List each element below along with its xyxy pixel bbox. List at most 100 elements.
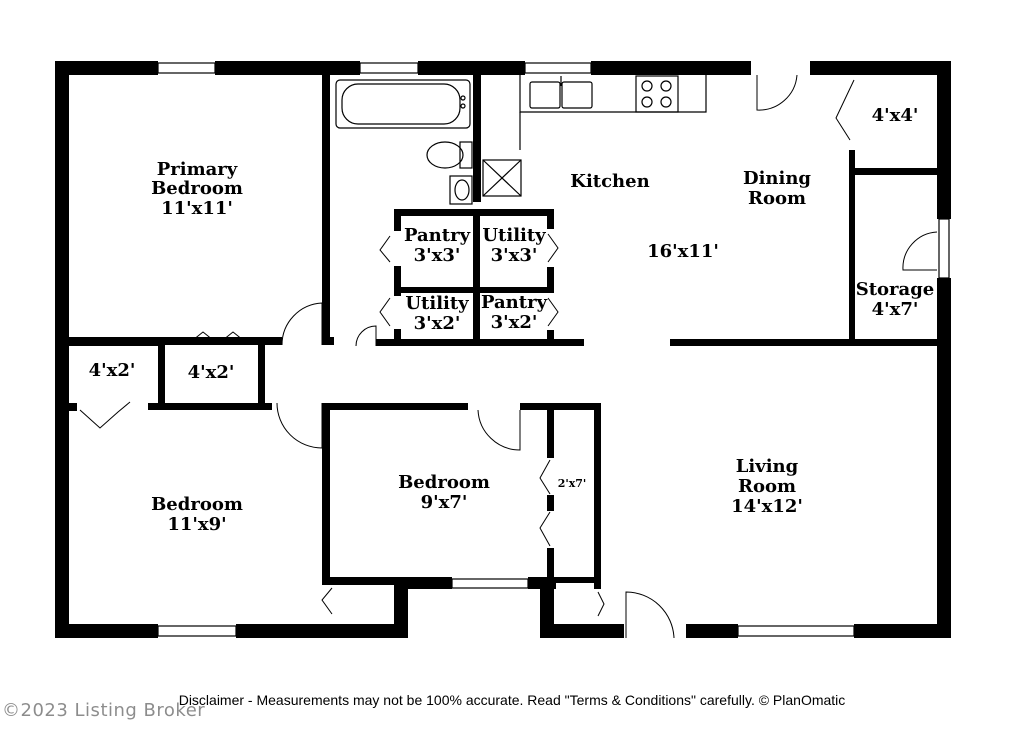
room-size-bedroom-center: 9'x7' <box>421 492 468 513</box>
bifold-door <box>192 331 244 341</box>
wall <box>215 61 360 75</box>
wall <box>322 337 334 345</box>
wall <box>591 61 751 75</box>
kitchen-sink-left <box>529 81 561 109</box>
bath-sink <box>449 175 473 205</box>
door-swing <box>625 591 675 639</box>
room-size-closet-2x7: 2'x7' <box>558 477 587 490</box>
wall <box>394 209 401 231</box>
doors <box>79 74 938 639</box>
wall <box>937 278 951 638</box>
wall <box>322 577 402 585</box>
window <box>157 62 216 74</box>
wall <box>394 577 408 638</box>
bifold-door <box>539 459 551 495</box>
wall <box>854 624 951 638</box>
room-label-dining-room: Room <box>748 188 806 209</box>
wall <box>322 75 330 345</box>
door-swing <box>281 302 323 346</box>
room-size-primary-bedroom: 11'x11' <box>161 198 233 219</box>
tub-faucet <box>460 95 466 101</box>
wall <box>554 577 600 583</box>
toilet <box>426 141 464 169</box>
disclaimer-text: Disclaimer - Measurements may not be 100… <box>178 692 846 708</box>
hvac-box <box>482 159 522 197</box>
wall <box>394 266 401 296</box>
room-label-kitchen: Kitchen <box>570 171 649 192</box>
bifold-door <box>547 297 559 327</box>
wall <box>473 75 481 202</box>
room-label-storage: Storage <box>856 279 935 300</box>
wall <box>55 61 158 75</box>
fixtures <box>335 75 707 205</box>
wall <box>547 330 554 344</box>
window <box>938 218 950 279</box>
wall <box>937 61 951 219</box>
window <box>451 578 529 589</box>
room-size-living-room: 14'x12' <box>731 496 803 517</box>
door-swing <box>902 231 938 271</box>
burner <box>641 96 653 108</box>
wall <box>69 340 159 346</box>
wall <box>540 624 624 638</box>
door-swing <box>477 409 521 451</box>
bath-sink-bowl <box>454 179 470 201</box>
bathtub <box>335 79 471 129</box>
window <box>524 62 592 74</box>
bathtub-inner <box>341 83 461 125</box>
wall <box>69 403 77 411</box>
burner <box>641 80 653 92</box>
burner <box>660 80 672 92</box>
wall <box>547 548 554 583</box>
room-label-pantry-lower: Pantry <box>481 292 548 313</box>
bifold-door <box>79 401 131 429</box>
tub-faucet <box>460 103 466 109</box>
wall <box>547 403 554 458</box>
door-swing <box>355 325 377 347</box>
wall <box>258 340 265 410</box>
room-label-primary-bedroom: Bedroom <box>151 178 243 199</box>
room-label-utility-lower: Utility <box>405 293 469 314</box>
room-size-closet-left: 4'x2' <box>89 360 136 381</box>
bifold-door <box>379 235 391 263</box>
wall <box>594 577 601 589</box>
wall <box>670 339 937 346</box>
wall <box>686 624 738 638</box>
room-size-kitchen-dining: 16'x11' <box>647 241 719 262</box>
floor-plan: Primary Bedroom 11'x11' Kitchen Dining R… <box>55 61 951 639</box>
wall <box>55 61 69 638</box>
bifold-door <box>321 587 333 615</box>
room-label-bedroom-left: Bedroom <box>151 494 243 515</box>
kitchen-counter <box>519 75 707 113</box>
bifold-door <box>539 511 551 547</box>
wall <box>236 624 408 638</box>
room-label-dining-room: Dining <box>743 168 811 189</box>
bifold-door <box>547 233 559 263</box>
toilet-tank <box>459 141 473 169</box>
room-size-utility-lower: 3'x2' <box>414 313 461 334</box>
wall <box>55 624 158 638</box>
wall <box>158 340 165 410</box>
window <box>157 625 237 637</box>
room-size-closet-4x4: 4'x4' <box>872 105 919 126</box>
wall <box>520 403 600 410</box>
wall <box>547 209 554 229</box>
room-size-utility-upper: 3'x3' <box>491 245 538 266</box>
room-size-bedroom-left: 11'x9' <box>167 514 226 535</box>
room-label-pantry-upper: Pantry <box>404 225 471 246</box>
room-label-living-room: Living <box>736 456 799 477</box>
stove <box>635 75 679 113</box>
door-swing <box>756 74 798 111</box>
kitchen-sink-right <box>561 81 593 109</box>
wall <box>394 287 554 293</box>
room-size-storage: 4'x7' <box>872 299 919 320</box>
wall <box>394 329 401 343</box>
room-label-bedroom-center: Bedroom <box>398 472 490 493</box>
wall <box>849 150 855 345</box>
windows <box>157 62 950 637</box>
room-size-pantry-upper: 3'x3' <box>414 245 461 266</box>
room-label-primary-bedroom: Primary <box>157 159 238 180</box>
wall <box>540 577 554 638</box>
wall <box>810 61 950 75</box>
room-labels: Primary Bedroom 11'x11' Kitchen Dining R… <box>89 105 935 535</box>
